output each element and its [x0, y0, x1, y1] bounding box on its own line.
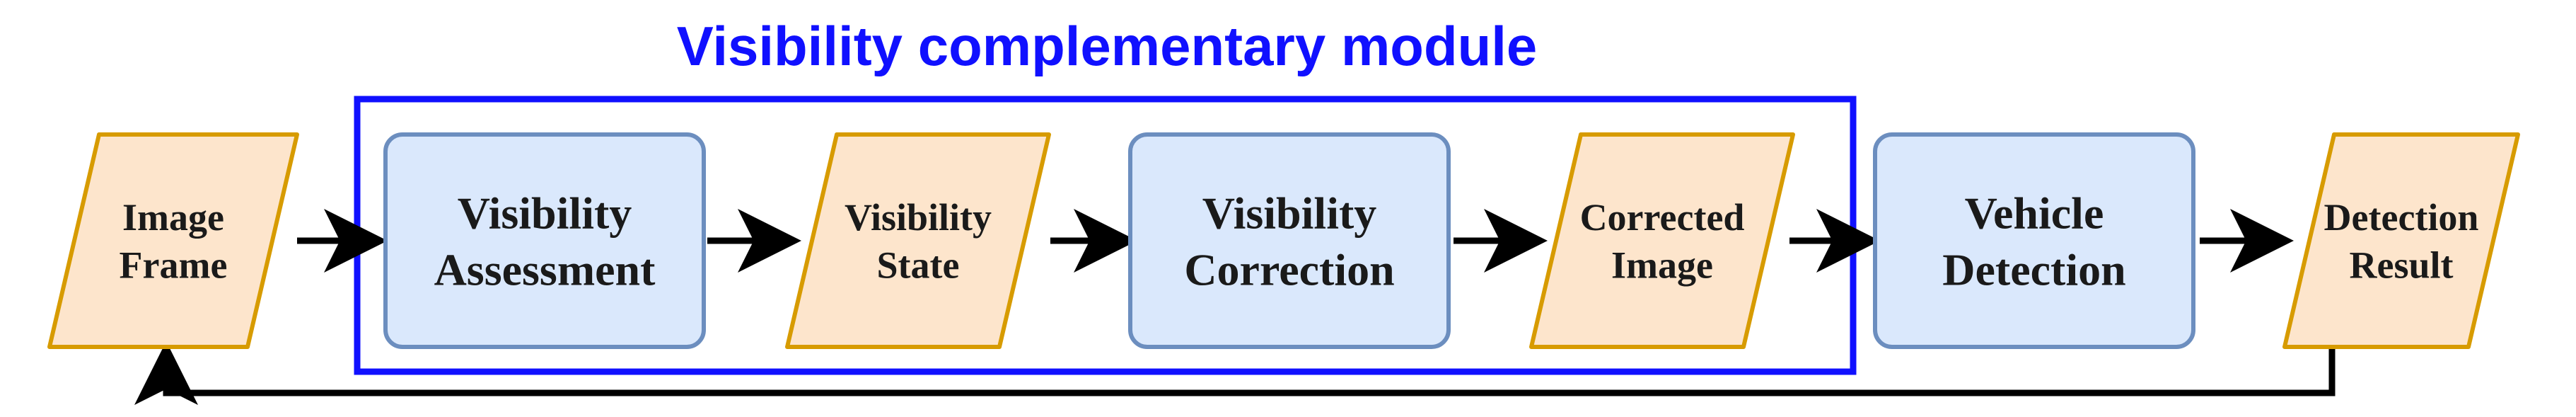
node-label-line: Visibility — [845, 196, 992, 239]
node-label-line: Correction — [1184, 244, 1394, 295]
node-shape-process — [1873, 132, 2195, 349]
node-shape-parallelogram — [47, 132, 299, 349]
node-label-line: State — [877, 244, 960, 287]
node-label-line: Corrected — [1580, 196, 1745, 239]
node-label-line: Visibility — [1202, 188, 1377, 238]
node-label-line: Detection — [1942, 244, 2125, 295]
node-shape-parallelogram — [2282, 132, 2520, 349]
edge-feedback-detection-result-to-image-frame — [134, 341, 2336, 405]
node-shape-parallelogram — [1529, 132, 1795, 349]
node-label-line: Assessment — [434, 244, 656, 295]
node-label-line: Frame — [120, 244, 228, 287]
node-shape-process — [1128, 132, 1451, 349]
edges — [134, 209, 2336, 405]
node-label-line: Detection — [2324, 196, 2479, 239]
node-label-line: Visibility — [458, 188, 632, 238]
node-label-line: Image — [1611, 244, 1713, 287]
node-shape-process — [383, 132, 706, 349]
node-shape-parallelogram — [785, 132, 1051, 349]
nodes: ImageFrameVisibilityAssessmentVisibility… — [47, 132, 2520, 349]
node-label-line: Image — [122, 196, 224, 239]
node-label-line: Vehicle — [1965, 188, 2104, 238]
node-label-line: Result — [2350, 244, 2454, 287]
module-title: Visibility complementary module — [677, 15, 1538, 77]
